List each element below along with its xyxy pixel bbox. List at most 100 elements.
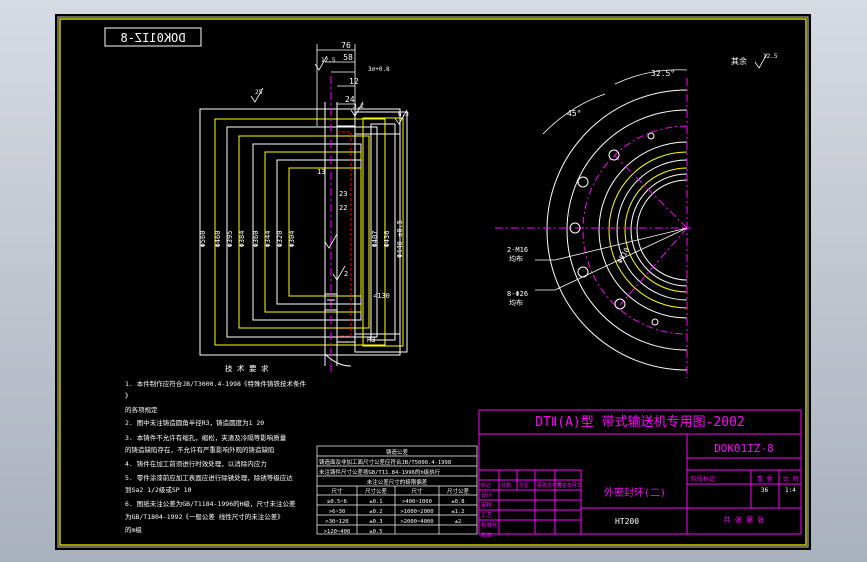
dim-58: 58 xyxy=(343,53,353,62)
weight-label: 重 量 xyxy=(757,475,773,483)
tol-title: 铸造公差 xyxy=(386,448,409,456)
revision-col-label: 签名 xyxy=(557,482,567,489)
hole-spec-2b: 均布 xyxy=(509,298,523,307)
dim-phi407: Φ407 xyxy=(371,231,379,248)
tol-cell: ±0.8 xyxy=(451,499,464,505)
ang-45: 45° xyxy=(567,109,581,118)
tolerance-table xyxy=(316,445,478,535)
rough-1: 12.5 xyxy=(321,57,336,64)
dim-24: 24 xyxy=(345,95,355,104)
tol-col-1: 尺寸 xyxy=(331,487,343,495)
dim-phi436: Φ436 xyxy=(383,231,391,248)
tech-line: 为GB/T1804-1992《一般公差 线性尺寸的未注公差》 xyxy=(125,512,284,521)
role-label: 设计 xyxy=(481,491,493,499)
role-label: 审核 xyxy=(481,501,493,509)
code-stamp-text: DOK01IZ-8 xyxy=(120,31,185,45)
drawing-sheet: DOK01IZ-8 xyxy=(55,14,811,550)
material: HT200 xyxy=(615,517,639,526)
revision-columns: 标记处数分区更改文件号签名年月日 xyxy=(481,482,582,489)
tol-cell: ±0.1 xyxy=(369,499,382,505)
dim-phi560: Φ560 xyxy=(199,231,207,248)
part-name: 外密封环(二) xyxy=(604,486,666,499)
code-stamp: DOK01IZ-8 xyxy=(104,27,202,47)
revision-col-label: 标记 xyxy=(481,482,491,489)
dim-23: 23 xyxy=(339,190,347,198)
tech-line: 4. 铸件在加工前须进行时效处理，以消除内应力 xyxy=(125,459,267,468)
tech-line: 的m级 xyxy=(125,525,142,534)
rough-2: 25 xyxy=(255,89,263,96)
tol-cell: >400~1000 xyxy=(402,499,432,505)
dim-13: 13 xyxy=(317,168,325,176)
rough-3: 3.2 xyxy=(353,103,364,110)
dim-76: 76 xyxy=(341,41,351,50)
title-block xyxy=(478,409,802,535)
dim-phi360: Φ360 xyxy=(252,231,260,248)
revision-col-label: 年月日 xyxy=(567,482,582,489)
tech-line: 6. 图纸未注公差为GB/T1184-1996的H级，尺寸未注公差 xyxy=(125,499,296,508)
tech-line: 的铸造缺陷存在，不允许有严重影响外观的铸造缺陷 xyxy=(125,445,275,454)
tol-cell: >120~400 xyxy=(324,529,351,535)
dim-2: 2 xyxy=(344,270,348,278)
hole-spec-2: 8-Φ26 xyxy=(507,290,528,298)
dim-22: 22 xyxy=(339,204,347,212)
revision-col-label: 更改文件号 xyxy=(537,482,562,489)
tech-line: 的各项规定 xyxy=(125,405,158,414)
dim-phi304: Φ304 xyxy=(288,231,296,248)
tol-cell: ≥0.5~6 xyxy=(327,499,347,505)
tol-note-1: 铸造面及非加工面尺寸公差应符合JB/T5000.4-1998 xyxy=(319,458,451,466)
dim-phi440: Φ440 ±0.5 xyxy=(396,220,404,258)
role-label: 工艺 xyxy=(481,512,493,519)
project-title: DTⅡ(A)型 带式输送机专用图-2002 xyxy=(535,414,745,430)
hole-spec-1b: 均布 xyxy=(509,254,523,263)
dim-phi344: Φ344 xyxy=(264,231,272,248)
tol-cell: >1000~2000 xyxy=(400,509,433,515)
tech-line: 5. 零件涂漆前应加工表面应进行除锈处理，除锈等级应达 xyxy=(125,473,293,482)
tech-title: 技 术 要 求 xyxy=(225,363,269,373)
dim-phi384: Φ384 xyxy=(238,231,246,248)
ang-325: 32.5° xyxy=(651,69,675,78)
tolerance-table-text: 铸造公差 铸造面及非加工面尺寸公差应符合JB/T5000.4-1998 未注铸件… xyxy=(319,448,469,495)
technical-requirements: 技 术 要 求 1. 本件制作应符合JB/T3000.4-1998《特殊件铸铁技… xyxy=(125,363,306,534)
section-view xyxy=(199,76,408,374)
tech-line: 到Sa2 1/2级或SP 10 xyxy=(125,485,192,494)
dim-30: 3∅+0.8 xyxy=(368,66,390,73)
dim-r3: R3 xyxy=(367,336,375,344)
dim-phi395: Φ395 xyxy=(226,231,234,248)
sheet-label: 共 张 第 张 xyxy=(724,515,765,524)
roughness-rest-value: 12.5 xyxy=(763,53,778,60)
dim-phi460: Φ460 xyxy=(214,231,222,248)
tol-cell: ±0.2 xyxy=(369,509,382,515)
inner-border xyxy=(59,18,807,546)
tol-cell: ±0.3 xyxy=(369,519,382,525)
tech-line: 2. 图中未注铸造圆角半径R3，铸造圆度为1 20 xyxy=(125,418,264,427)
tech-line: 3. 本铸件不允许有缩孔，缩松，夹渣及冷隔等影响质量 xyxy=(125,433,287,442)
tol-header: 未注公差尺寸的极限偏差 xyxy=(367,478,428,486)
hole-spec-1: 2-M16 xyxy=(507,246,528,254)
tol-col-4: 尺寸公差 xyxy=(447,487,470,495)
cad-drawing: DOK01IZ-8 xyxy=(57,16,809,548)
dim-12: 12 xyxy=(349,77,359,86)
role-label: 批准 xyxy=(481,531,493,539)
title-block-text: DTⅡ(A)型 带式输送机专用图-2002 DOK01IZ-8 外密封环(二) … xyxy=(535,414,798,526)
top-dimensions xyxy=(316,44,356,126)
tol-cell: >2000~4000 xyxy=(400,519,433,525)
diameter-dims-left: Φ560 Φ460 Φ395 Φ384 Φ360 Φ344 Φ320 Φ304 … xyxy=(199,220,404,258)
tol-col-2: 尺寸公差 xyxy=(365,487,388,495)
dim-phi320: Φ320 xyxy=(276,231,284,248)
tol-cell: >6~30 xyxy=(329,509,346,515)
rough-4: 6.3 xyxy=(398,111,409,118)
tol-cell: ±2 xyxy=(455,519,462,525)
outer-border xyxy=(57,16,809,548)
tol-note-2: 未注铸件尺寸公差按GB/T11.84-1996的h级执行 xyxy=(319,468,441,476)
bolt-holes xyxy=(569,132,659,326)
dim-130: ∠130 xyxy=(373,292,390,300)
front-view xyxy=(495,78,691,378)
scale-value: 1:4 xyxy=(785,487,796,494)
role-label: 标准化 xyxy=(481,521,498,529)
tol-col-3: 尺寸 xyxy=(411,487,423,495)
tolerance-rows: ≥0.5~6 ±0.1 >400~1000 ±0.8 >6~30 ±0.2 >1000~20… xyxy=(324,499,465,535)
tol-cell: >30~120 xyxy=(325,519,348,525)
tol-cell: ±0.5 xyxy=(369,529,382,535)
